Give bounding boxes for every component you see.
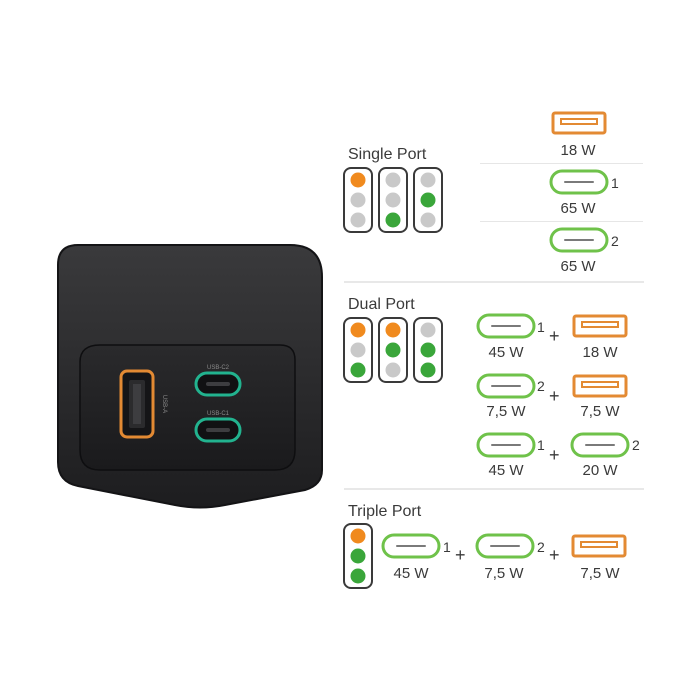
dual-row2-b-icon-contacts (581, 381, 619, 388)
single-divider-1 (480, 163, 643, 164)
dual-lights-3-led-2 (420, 342, 436, 358)
dual-lights-2-led-2 (385, 342, 401, 358)
single-lights-3-led-2 (420, 192, 436, 208)
triple-watt-1: 45 W (393, 565, 429, 582)
single-lights-3-led-3 (420, 212, 436, 228)
dual-lights-1-led-2 (350, 342, 366, 358)
dual-lights-3-led-1 (420, 322, 436, 338)
dual-lights-1-led-3 (350, 362, 366, 378)
triple-lights-1-led-1 (350, 528, 366, 544)
dual-num-3a: 1 (537, 437, 545, 453)
dual-num-2a: 2 (537, 378, 545, 394)
dual-plus-3: + (549, 445, 560, 465)
dual-row1-b-icon-contacts (581, 321, 619, 328)
triple-port-title: Triple Port (348, 503, 422, 520)
dual-watt-2a: 7,5 W (486, 403, 526, 420)
single-lights-2-led-3 (385, 212, 401, 228)
dual-watt-1a: 45 W (488, 344, 524, 361)
single-usb-a-icon-contacts (560, 118, 598, 125)
triple-plus-1: + (455, 545, 466, 565)
single-port-num-3: 2 (611, 233, 619, 249)
dual-lights-2-led-3 (385, 362, 401, 378)
single-lights-1-led-3 (350, 212, 366, 228)
single-watt-1: 18 W (560, 142, 596, 159)
triple-num-1: 1 (443, 539, 451, 555)
dual-num-3b: 2 (632, 437, 640, 453)
usb-c1-label: USB-C1 (207, 411, 230, 417)
dual-watt-1b: 18 W (582, 344, 618, 361)
single-lights-3-led-1 (420, 172, 436, 188)
triple-lights-1-led-3 (350, 568, 366, 584)
single-port-title: Single Port (348, 146, 427, 163)
single-watt-3: 65 W (560, 258, 596, 275)
usb-c2-port (194, 371, 242, 397)
usb-c2-label: USB-C2 (207, 365, 230, 371)
dual-plus-1: + (549, 326, 560, 346)
single-lights-1-led-2 (350, 192, 366, 208)
dual-watt-2b: 7,5 W (580, 403, 620, 420)
dual-watt-3a: 45 W (488, 462, 524, 479)
triple-plus-2: + (549, 545, 560, 565)
dual-lights-3-led-3 (420, 362, 436, 378)
triple-watt-2: 7,5 W (484, 565, 524, 582)
usb-c1-port (194, 417, 242, 443)
dual-plus-2: + (549, 386, 560, 406)
triple-item3-icon-contacts (580, 541, 618, 548)
dual-num-1a: 1 (537, 319, 545, 335)
dual-lights-2-led-1 (385, 322, 401, 338)
single-lights-2-led-2 (385, 192, 401, 208)
usb-a-label: USB-A (161, 395, 167, 413)
section-divider-2 (344, 488, 644, 490)
dual-watt-3b: 20 W (582, 462, 618, 479)
section-divider-1 (344, 281, 644, 283)
dual-port-title: Dual Port (348, 296, 415, 313)
usb-a-port (119, 369, 155, 439)
dual-lights-1-led-1 (350, 322, 366, 338)
triple-lights-1-led-2 (350, 548, 366, 564)
triple-num-2: 2 (537, 539, 545, 555)
single-divider-2 (480, 221, 643, 222)
single-watt-2: 65 W (560, 200, 596, 217)
single-lights-2-led-1 (385, 172, 401, 188)
single-port-num-2: 1 (611, 175, 619, 191)
single-lights-1-led-1 (350, 172, 366, 188)
triple-watt-3: 7,5 W (580, 565, 620, 582)
